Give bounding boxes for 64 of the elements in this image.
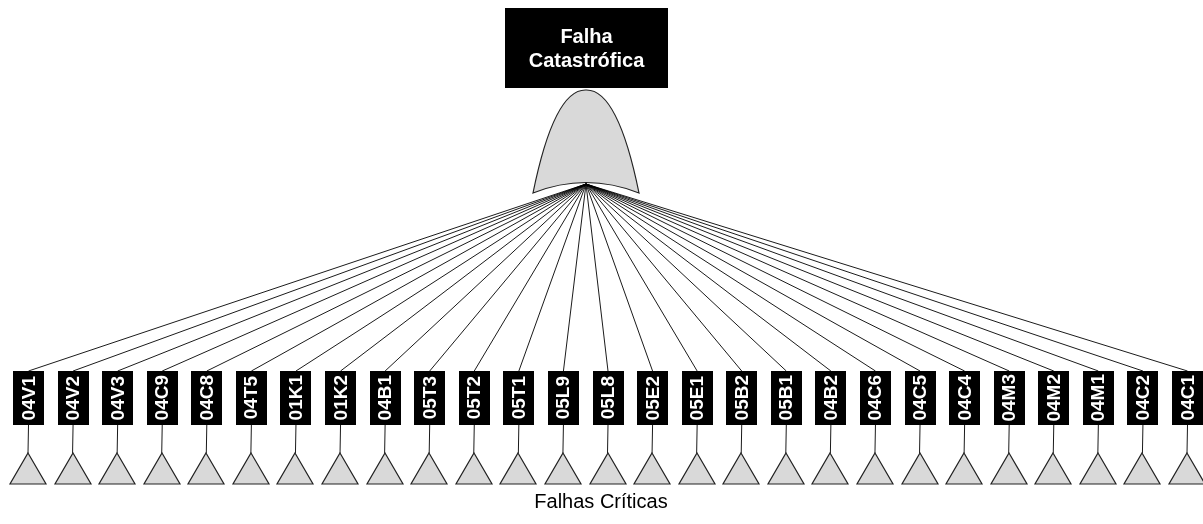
connector-line bbox=[518, 183, 587, 372]
connector-line bbox=[696, 424, 698, 454]
connector-line bbox=[295, 424, 297, 454]
event-code-box: 05L8 bbox=[592, 371, 624, 425]
connector-line bbox=[740, 424, 743, 454]
event-code-box: 04V1 bbox=[13, 371, 44, 425]
event-code-box: 05T3 bbox=[414, 371, 446, 425]
connector-line bbox=[1052, 424, 1055, 454]
connector-line bbox=[963, 424, 966, 454]
event-code-box: 04V2 bbox=[57, 371, 89, 425]
event-code-box: 04M2 bbox=[1038, 371, 1070, 425]
connector-line bbox=[384, 424, 386, 454]
connector-line bbox=[1097, 424, 1099, 454]
event-code-box: 04C6 bbox=[859, 371, 891, 425]
event-code-box: 05E1 bbox=[681, 371, 713, 425]
event-code-box: 04M3 bbox=[993, 371, 1025, 425]
connector-line bbox=[585, 183, 832, 372]
connector-line bbox=[517, 424, 520, 454]
connector-line bbox=[829, 424, 832, 454]
connector-line bbox=[607, 424, 609, 454]
event-code-box: 04T5 bbox=[235, 371, 267, 425]
connector-line bbox=[1008, 424, 1010, 454]
connector-line bbox=[785, 424, 787, 454]
group-caption: Falhas Críticas bbox=[534, 490, 668, 513]
event-code-box: 01K1 bbox=[280, 371, 312, 425]
connector-line bbox=[585, 183, 654, 372]
event-code-box: 04C2 bbox=[1127, 371, 1159, 425]
event-code-box: 04B1 bbox=[369, 371, 401, 425]
connector-line bbox=[428, 424, 431, 454]
event-code-box: 04M1 bbox=[1082, 371, 1114, 425]
event-code-box: 05B1 bbox=[770, 371, 802, 425]
event-code-box: 05L9 bbox=[547, 371, 579, 425]
connector-line bbox=[562, 183, 587, 372]
connector-line bbox=[429, 183, 587, 372]
connector-line bbox=[161, 424, 163, 454]
event-code-box: 04C8 bbox=[191, 371, 223, 425]
top-event-box: Falha Catastrófica bbox=[505, 8, 668, 88]
connector-line bbox=[384, 183, 587, 372]
event-code-box: 05T1 bbox=[503, 371, 535, 425]
event-code-box: 04V3 bbox=[102, 371, 134, 425]
event-code-box: 04B2 bbox=[815, 371, 847, 425]
event-code-box: 04C9 bbox=[146, 371, 178, 425]
connector-line bbox=[1141, 424, 1144, 454]
connector-line bbox=[339, 424, 341, 454]
connector-line bbox=[72, 424, 74, 454]
connector-line bbox=[1186, 424, 1188, 454]
connector-line bbox=[562, 424, 564, 454]
connector-line bbox=[919, 424, 921, 454]
event-code-box: 05B2 bbox=[726, 371, 758, 425]
connector-line bbox=[585, 183, 743, 372]
event-code-box: 04C4 bbox=[949, 371, 981, 425]
connector-line bbox=[473, 183, 587, 372]
connector-line bbox=[116, 424, 119, 454]
event-code-box: 05T2 bbox=[458, 371, 490, 425]
connector-line bbox=[473, 424, 475, 454]
connector-line bbox=[651, 424, 654, 454]
connector-line bbox=[27, 424, 29, 454]
connector-line bbox=[205, 424, 208, 454]
event-code-box: 04C1 bbox=[1172, 371, 1203, 425]
event-code-box: 04C5 bbox=[904, 371, 936, 425]
connector-line bbox=[874, 424, 876, 454]
event-code-box: 01K2 bbox=[325, 371, 357, 425]
event-code-box: 05E2 bbox=[637, 371, 669, 425]
connector-line bbox=[250, 424, 252, 454]
